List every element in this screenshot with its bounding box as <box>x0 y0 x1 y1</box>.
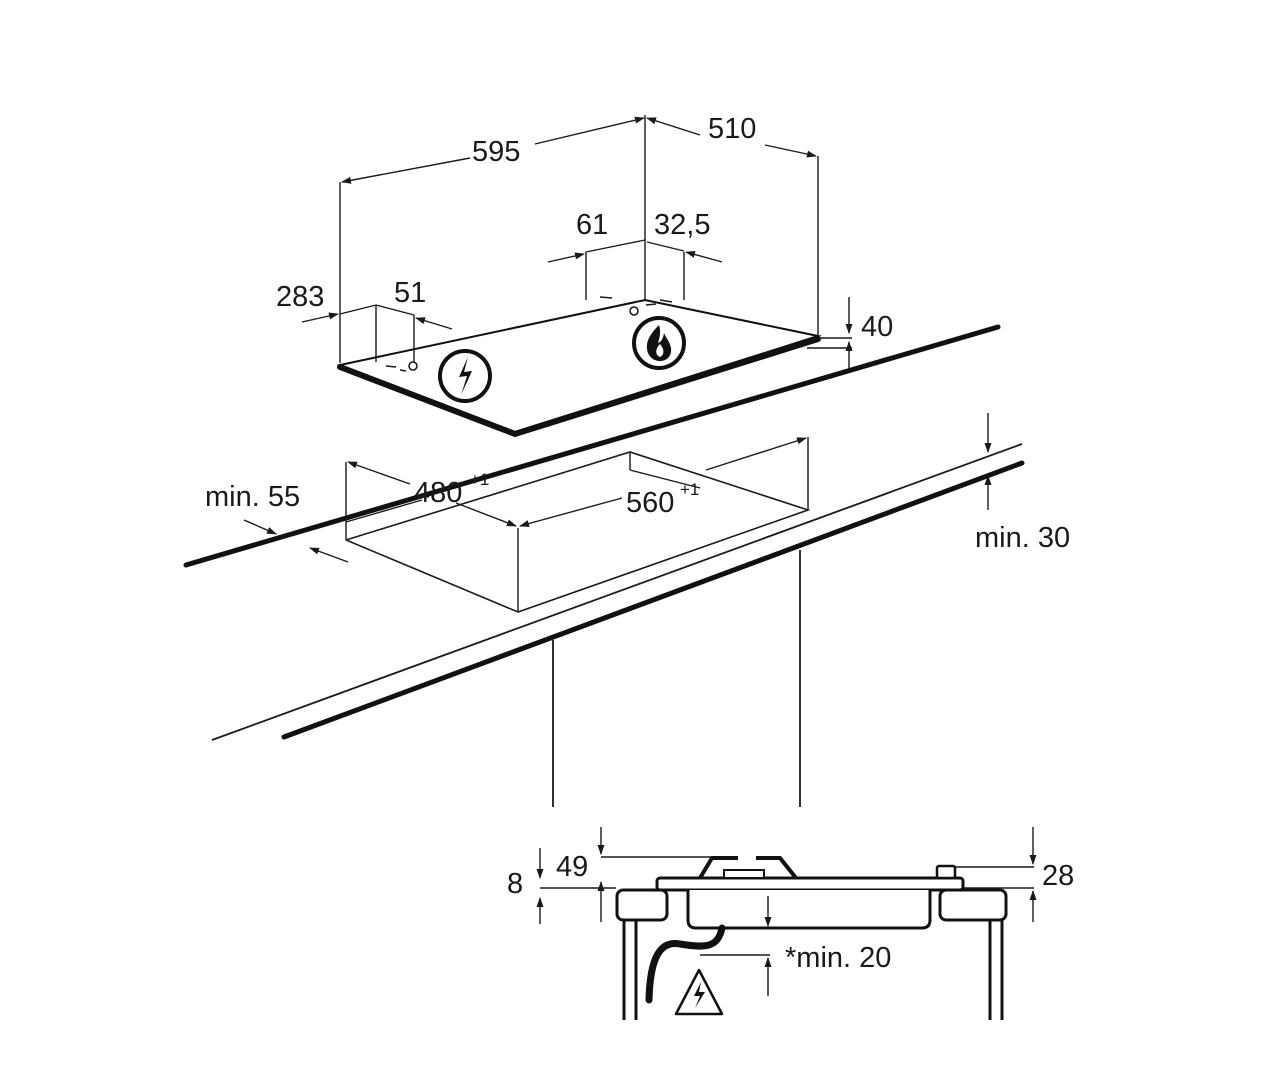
electric-bolt-icon <box>438 349 492 403</box>
control-knob-left <box>408 361 418 371</box>
dim-283-label: 283 <box>276 281 324 313</box>
dim-480-label: 480 <box>414 477 462 509</box>
dim-min-55: min. 55 <box>205 481 349 563</box>
worktop <box>183 324 1025 741</box>
dim-min-55-label: min. 55 <box>205 481 300 513</box>
knob-tick <box>599 296 613 299</box>
dim-510-label: 510 <box>708 113 756 145</box>
dim-32-5-label: 32,5 <box>654 209 710 241</box>
gas-flame-icon <box>632 316 686 370</box>
dim-min-20-label: *min. 20 <box>785 942 891 974</box>
dim-40: 40 <box>807 297 893 372</box>
dim-510: 510 <box>646 113 819 336</box>
dim-min-20: *min. 20 <box>700 896 891 996</box>
knob <box>935 864 957 880</box>
dim-min-30: min. 30 <box>975 413 1070 554</box>
dim-32-5: 32,5 <box>646 209 723 300</box>
dim-560-label: 560 <box>626 487 674 519</box>
worktop-block-left <box>615 888 669 922</box>
dim-61-label: 61 <box>576 209 608 241</box>
power-cable <box>645 924 726 1004</box>
dim-283: 283 <box>276 281 415 362</box>
electric-warning-triangle-icon <box>674 968 724 1016</box>
dim-49-label: 49 <box>556 851 588 883</box>
dim-51-label: 51 <box>394 277 426 309</box>
dim-8-label: 8 <box>507 868 523 900</box>
knob-tick <box>659 299 673 303</box>
dim-28: 28 <box>955 827 1074 922</box>
dim-28-label: 28 <box>1042 860 1074 892</box>
dim-51: 51 <box>394 277 453 330</box>
knob-tick <box>385 365 397 368</box>
side-section <box>615 856 1008 1020</box>
control-knob-right <box>629 306 639 316</box>
dim-49: 49 <box>556 827 712 922</box>
dim-40-label: 40 <box>861 311 893 343</box>
dim-480: 480 +1 <box>347 461 517 527</box>
dim-560: 560 +1 <box>519 437 807 527</box>
dim-61: 61 <box>547 209 646 300</box>
hob-body <box>686 890 932 930</box>
dim-595-label: 595 <box>472 136 520 168</box>
knob-tick <box>645 303 657 306</box>
worktop-block-right <box>938 888 1008 922</box>
dim-560-tolerance: +1 <box>680 480 699 499</box>
hob-plate <box>655 876 965 892</box>
dim-480-tolerance: +1 <box>470 470 489 489</box>
knob-tick <box>399 369 407 372</box>
hob-front-edge <box>337 336 821 438</box>
dim-min-30-label: min. 30 <box>975 522 1070 554</box>
dim-595: 595 <box>339 115 646 363</box>
cutout <box>345 437 811 807</box>
